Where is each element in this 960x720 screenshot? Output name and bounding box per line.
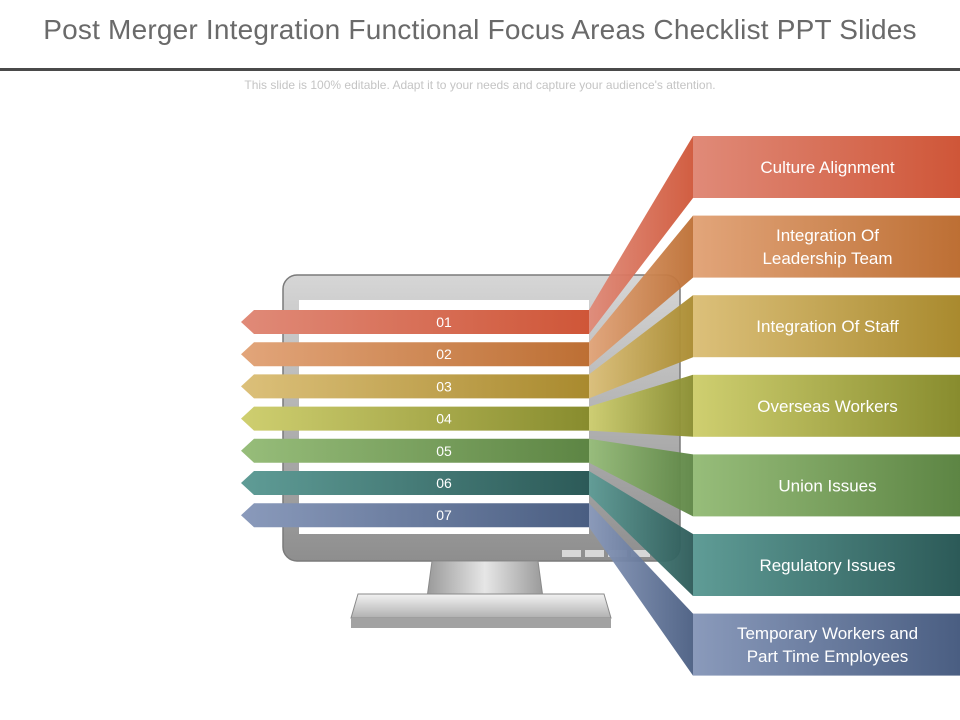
item-number: 05 <box>436 443 452 459</box>
item-number: 01 <box>436 314 452 330</box>
connector-ribbon <box>589 471 693 596</box>
item-panel <box>693 613 960 676</box>
connector-ribbon <box>589 136 693 334</box>
item-bar <box>241 471 589 495</box>
connector-ribbon <box>589 215 693 367</box>
monitor-base-edge <box>351 618 611 628</box>
item-bar <box>241 342 589 367</box>
monitor-button <box>562 550 581 557</box>
item-label: Integration Of Staff <box>756 317 899 336</box>
page-subtitle: This slide is 100% editable. Adapt it to… <box>244 78 716 92</box>
item-number: 04 <box>436 411 452 427</box>
monitor-button <box>631 550 650 557</box>
monitor-button <box>585 550 604 557</box>
item-label: Temporary Workers and <box>737 624 918 643</box>
item-label: Part Time Employees <box>747 647 909 666</box>
item-bar <box>241 374 589 399</box>
connector-ribbon <box>589 438 693 517</box>
item-number: 03 <box>436 378 452 394</box>
page-title: Post Merger Integration Functional Focus… <box>43 14 917 45</box>
item-panel <box>693 136 960 198</box>
item-label: Culture Alignment <box>760 158 894 177</box>
item-label: Integration Of <box>776 226 879 245</box>
monitor-base <box>350 593 612 619</box>
item-panel <box>693 534 960 596</box>
item-panel <box>693 374 960 437</box>
item-label: Union Issues <box>778 476 876 495</box>
item-label: Overseas Workers <box>757 397 897 416</box>
monitor-neck <box>426 560 544 599</box>
item-bar <box>241 406 589 431</box>
item-number: 02 <box>436 346 452 362</box>
item-panel <box>693 295 960 358</box>
item-number: 07 <box>436 507 452 523</box>
item-bar <box>241 310 589 334</box>
connector-ribbon <box>589 503 693 676</box>
item-panel <box>693 454 960 517</box>
item-number: 06 <box>436 475 452 491</box>
item-label: Regulatory Issues <box>759 556 895 575</box>
item-bar <box>241 503 589 528</box>
connector-ribbon <box>589 295 693 399</box>
item-bar <box>241 438 589 463</box>
connector-ribbon <box>589 374 693 437</box>
item-panel <box>693 215 960 278</box>
title-divider <box>0 68 960 71</box>
item-label: Leadership Team <box>762 249 892 268</box>
